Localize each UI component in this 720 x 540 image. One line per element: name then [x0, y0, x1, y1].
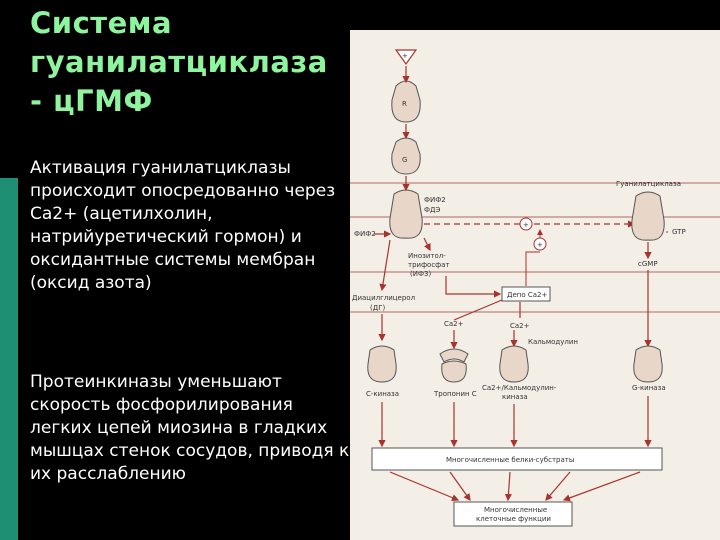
plus-sign-1: + [523, 221, 529, 229]
effector-icon [389, 189, 423, 239]
paragraph-kinases: Протеинкиназы уменьшают скорость фосфори… [30, 372, 350, 484]
guanylate-cyclase-icon [631, 191, 665, 241]
slide-title: Система гуанилатциклаза - цГМФ [30, 6, 328, 118]
receptor-label: R [402, 100, 407, 108]
ligand-icon [394, 49, 418, 66]
ca-calmodulin-kinase-label-2: киназа [502, 393, 528, 401]
paragraph-activation: Активация гуанилатциклазы происходит опо… [30, 158, 336, 293]
functions-label-2: клеточные функции [476, 515, 551, 523]
ip3-label-3: (ИФ3) [410, 270, 431, 278]
svg-text:+: + [402, 52, 408, 60]
gtp-label: GTP [672, 228, 686, 236]
g-kinase-icon [633, 345, 663, 383]
plus-sign-2: + [537, 241, 543, 249]
ca-calmodulin-kinase-label-1: Ca2+/Кальмодулин- [482, 384, 557, 392]
dag-label-2: (ДГ) [370, 304, 385, 312]
troponin-label: Тропонин С [433, 390, 477, 398]
ip3-label-2: трифосфат [408, 261, 450, 269]
guanylate-cyclase-label: Гуанилатциклаза [616, 180, 681, 188]
ca-depot-label: Депо Ca2+ [507, 291, 547, 299]
ca-left-label: Ca2+ [444, 320, 464, 328]
functions-box [453, 501, 573, 527]
substrates-box [371, 447, 663, 471]
ca-right-label: Ca2+ [510, 322, 530, 330]
substrates-label: Многочисленные белки-субстраты [446, 456, 574, 464]
c-kinase-label: С-киназа [366, 390, 399, 398]
ca-depot-box [501, 286, 551, 302]
effector-label-pip2: ФИФ2 [424, 196, 446, 204]
pip2-label: ФИФ2 [354, 230, 376, 238]
calmodulin-label: Кальмодулин [528, 338, 578, 346]
accent-bar [0, 178, 18, 540]
troponin-icon [439, 348, 469, 383]
functions-label-1: Многочисленные [484, 506, 547, 514]
effector-label-pde: ФДЭ [424, 206, 440, 214]
cgmp-label: cGMP [638, 260, 658, 268]
g-protein-label: G [402, 156, 407, 164]
ip3-label-1: Инозитол- [408, 252, 446, 260]
g-kinase-label: G-киназа [632, 384, 666, 392]
c-kinase-icon [367, 345, 397, 383]
signaling-diagram: + R G ФИФ2 ФДЭ ФИФ2 + + Гуанилатциклаза … [350, 30, 720, 540]
dag-label-1: Диацилглицерол [352, 294, 415, 302]
ca-calmodulin-kinase-icon [499, 345, 529, 383]
